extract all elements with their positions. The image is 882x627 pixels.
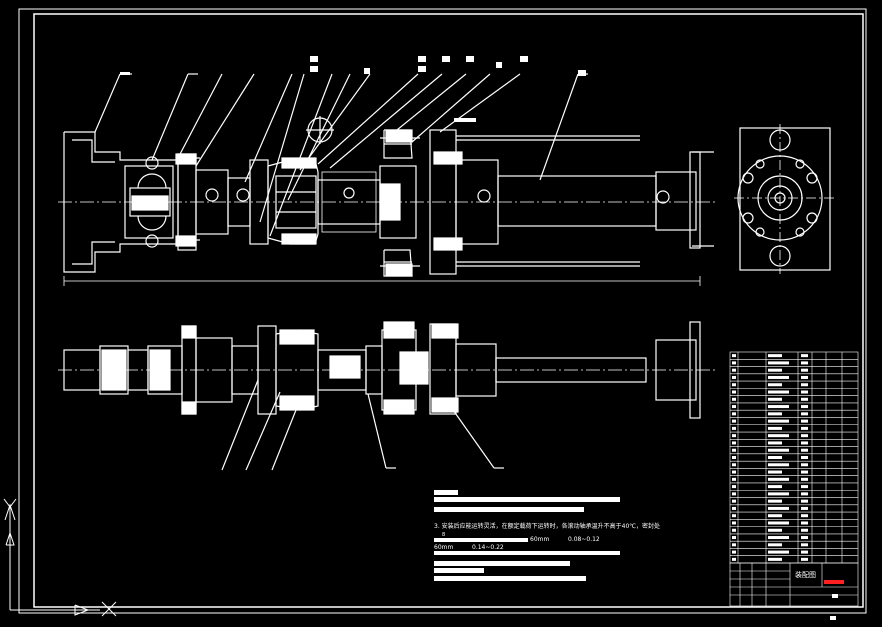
plan-view [58, 321, 715, 471]
end-view [734, 124, 836, 274]
note-dim-d: 0.14~0.22 [472, 544, 504, 551]
title-block: 装配图 [729, 562, 859, 620]
title-mark-red [824, 580, 844, 584]
ucs-axis-icon [3, 498, 117, 617]
note-dim-b: 0.08~0.12 [568, 536, 600, 543]
technical-notes: 3. 安装后应能运转灵活，在额定载荷下运转时，各滚动轴承温升不高于40℃，密封处… [434, 490, 660, 581]
parts-list-table [729, 351, 859, 564]
title-block-name: 装配图 [795, 570, 816, 579]
note-dim-a: 60mm [530, 536, 549, 543]
note-line-3: 3. 安装后应能运转灵活，在额定载荷下运转时，各滚动轴承温升不高于40℃，密封处 [434, 522, 660, 530]
sheet-border [18, 8, 867, 614]
note-dim-c: 60mm [434, 544, 453, 551]
part-number-tags-top [120, 56, 586, 122]
note-dim-mark: 8 [442, 532, 445, 538]
front-section-view [58, 73, 715, 286]
